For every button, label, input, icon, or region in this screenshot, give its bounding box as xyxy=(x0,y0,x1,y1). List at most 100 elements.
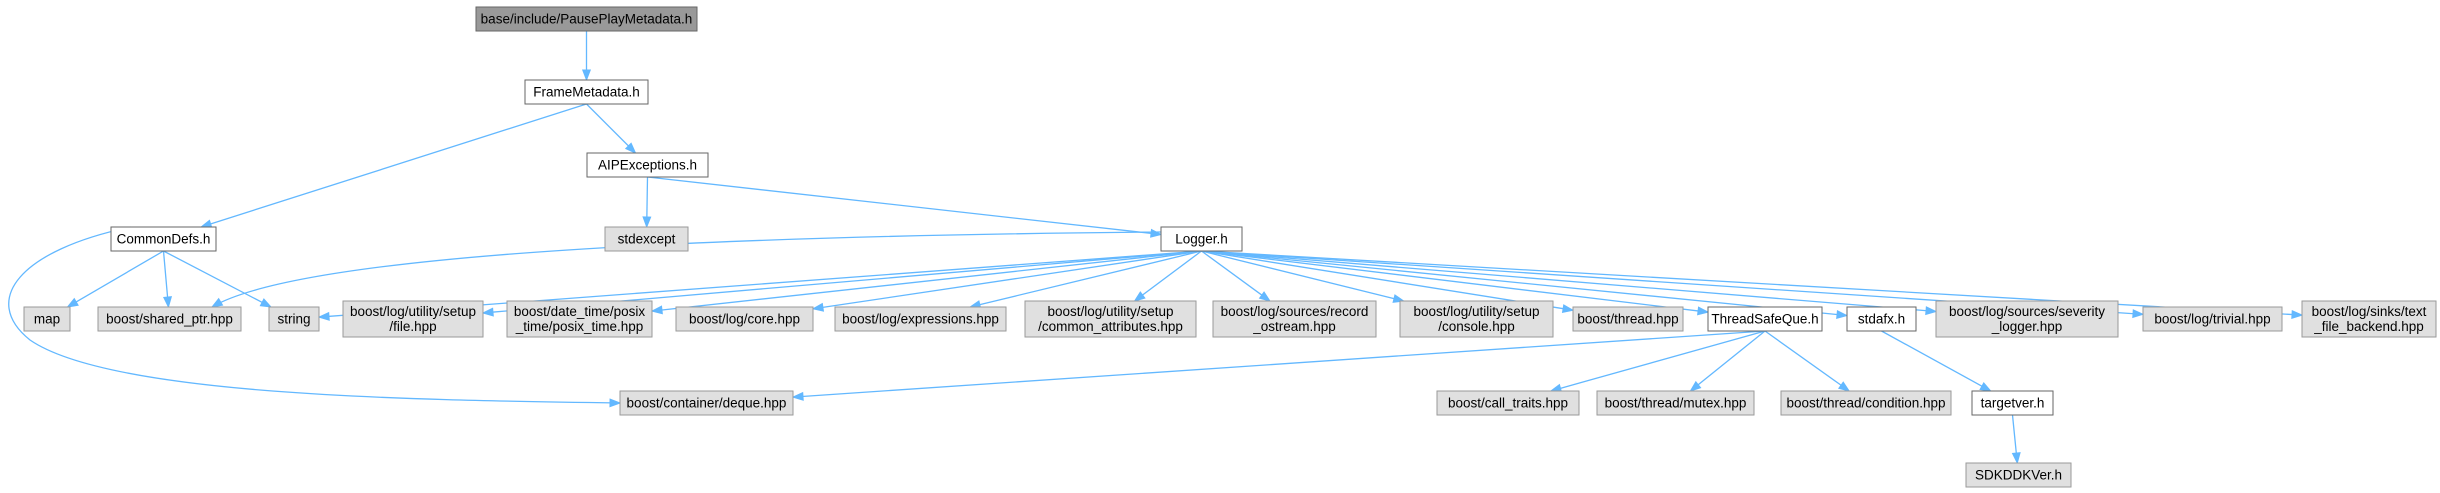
edge-targetver-to-sdkddk xyxy=(2011,414,2021,465)
node-label: boost/shared_ptr.hpp xyxy=(106,312,233,327)
node-label: boost/log/sources/severity xyxy=(1949,304,2105,319)
node-sdkddk: SDKDDKVer.h xyxy=(1965,462,2072,488)
arrowhead xyxy=(199,219,213,229)
node-label: string xyxy=(277,312,310,327)
node-tsq[interactable]: ThreadSafeQue.h xyxy=(1707,306,1823,332)
arrowhead xyxy=(317,311,330,321)
edge-commondefs-to-sharedptr xyxy=(162,250,173,309)
arrowhead xyxy=(642,216,652,229)
node-label: stdafx.h xyxy=(1858,312,1905,327)
node-box xyxy=(1935,300,2119,338)
node-framemeta[interactable]: FrameMetadata.h xyxy=(524,79,649,105)
edge-tsq-to-calltraits xyxy=(1549,330,1766,393)
node-box xyxy=(2142,306,2283,332)
node-label: boost/date_time/posix xyxy=(514,304,646,319)
node-label: boost/thread/mutex.hpp xyxy=(1605,396,1747,411)
arrowhead xyxy=(581,69,592,82)
node-thread: boost/thread.hpp xyxy=(1572,306,1684,332)
edge-logger-to-stdafx xyxy=(1201,250,1849,320)
edge-commondefs-to-map xyxy=(66,250,164,308)
node-trivial: boost/log/trivial.hpp xyxy=(2142,306,2283,332)
node-core: boost/log/core.hpp xyxy=(675,306,814,332)
node-box xyxy=(586,152,709,178)
node-label: boost/log/sources/record xyxy=(1221,304,1369,319)
node-box xyxy=(524,79,649,105)
arrowhead xyxy=(1133,291,1146,302)
arrowhead xyxy=(791,391,804,401)
node-box xyxy=(1965,462,2072,488)
node-label: FrameMetadata.h xyxy=(533,85,640,100)
edge-tsq-to-deque xyxy=(791,330,1766,401)
node-label: AIPExceptions.h xyxy=(598,158,697,173)
edges-layer xyxy=(8,31,2304,465)
arrowhead xyxy=(210,297,224,308)
arrowhead xyxy=(66,297,79,308)
node-console: boost/log/utility/setup/console.hpp xyxy=(1399,300,1554,338)
edge-logger-to-severity xyxy=(1201,250,1938,316)
node-box xyxy=(506,300,653,338)
arrowhead xyxy=(1979,381,1992,392)
node-label: map xyxy=(34,312,60,327)
node-condition: boost/thread/condition.hpp xyxy=(1780,390,1952,416)
edge-tsq-to-mutex xyxy=(1689,330,1766,392)
node-record: boost/log/sources/record_ostream.hpp xyxy=(1212,300,1377,338)
arrowhead xyxy=(1837,381,1851,392)
node-box xyxy=(475,6,698,32)
node-box xyxy=(1596,390,1755,416)
edge-logger-to-thread xyxy=(1201,250,1575,314)
node-aipexc[interactable]: AIPExceptions.h xyxy=(586,152,709,178)
edge-commondefs-to-deque xyxy=(8,226,622,408)
node-label: stdexcept xyxy=(618,232,676,247)
arrowhead xyxy=(481,307,494,317)
node-logger[interactable]: Logger.h xyxy=(1160,226,1243,252)
edge-framemeta-to-aipexc xyxy=(586,103,637,154)
node-severity: boost/log/sources/severity_logger.hpp xyxy=(1935,300,2119,338)
node-label: boost/log/core.hpp xyxy=(689,312,800,327)
arrowhead xyxy=(1150,228,1163,238)
node-box xyxy=(2301,300,2437,338)
arrowhead xyxy=(624,142,637,154)
node-stdexcept: stdexcept xyxy=(604,226,689,252)
edge-logger-to-core xyxy=(811,250,1202,312)
node-box xyxy=(1024,300,1197,338)
nodes-layer: base/include/PausePlayMetadata.hFrameMet… xyxy=(23,6,2437,488)
arrowhead xyxy=(1689,380,1702,392)
node-label: boost/log/trivial.hpp xyxy=(2154,312,2270,327)
node-label: boost/log/sinks/text xyxy=(2312,304,2427,319)
edge-logger-to-commonattr xyxy=(1133,250,1202,302)
node-box xyxy=(23,306,71,332)
node-box xyxy=(604,226,689,252)
node-calltraits: boost/call_traits.hpp xyxy=(1436,390,1580,416)
edge-logger-to-sharedptr xyxy=(210,231,1162,308)
node-label: _logger.hpp xyxy=(1991,319,2063,334)
node-filehpp: boost/log/utility/setup/file.hpp xyxy=(342,300,484,338)
arrowhead xyxy=(163,296,173,309)
node-root[interactable]: base/include/PausePlayMetadata.h xyxy=(475,6,698,32)
arrowhead xyxy=(650,305,663,315)
node-box xyxy=(1212,300,1377,338)
node-label: boost/log/utility/setup xyxy=(1413,304,1539,319)
node-label: _file_backend.hpp xyxy=(2313,319,2424,334)
edge-commondefs-to-string xyxy=(163,250,273,308)
arrowhead xyxy=(811,302,825,312)
node-box xyxy=(675,306,814,332)
node-label: /file.hpp xyxy=(389,319,436,334)
node-box xyxy=(97,306,242,332)
node-sharedptr: boost/shared_ptr.hpp xyxy=(97,306,242,332)
node-targetver[interactable]: targetver.h xyxy=(1971,390,2054,416)
node-label: boost/container/deque.hpp xyxy=(627,396,787,411)
node-string: string xyxy=(268,306,320,332)
edge-logger-to-posix xyxy=(650,250,1202,315)
node-commondefs[interactable]: CommonDefs.h xyxy=(110,226,217,252)
node-box xyxy=(619,390,794,416)
arrowhead xyxy=(2011,452,2021,465)
arrowhead xyxy=(2132,309,2145,319)
node-label: _ostream.hpp xyxy=(1252,319,1336,334)
node-label: /console.hpp xyxy=(1438,319,1515,334)
node-label: boost/thread/condition.hpp xyxy=(1786,396,1945,411)
node-label: targetver.h xyxy=(1981,396,2045,411)
node-label: base/include/PausePlayMetadata.h xyxy=(481,12,693,27)
node-stdafx[interactable]: stdafx.h xyxy=(1846,306,1917,332)
node-label: Logger.h xyxy=(1175,232,1228,247)
